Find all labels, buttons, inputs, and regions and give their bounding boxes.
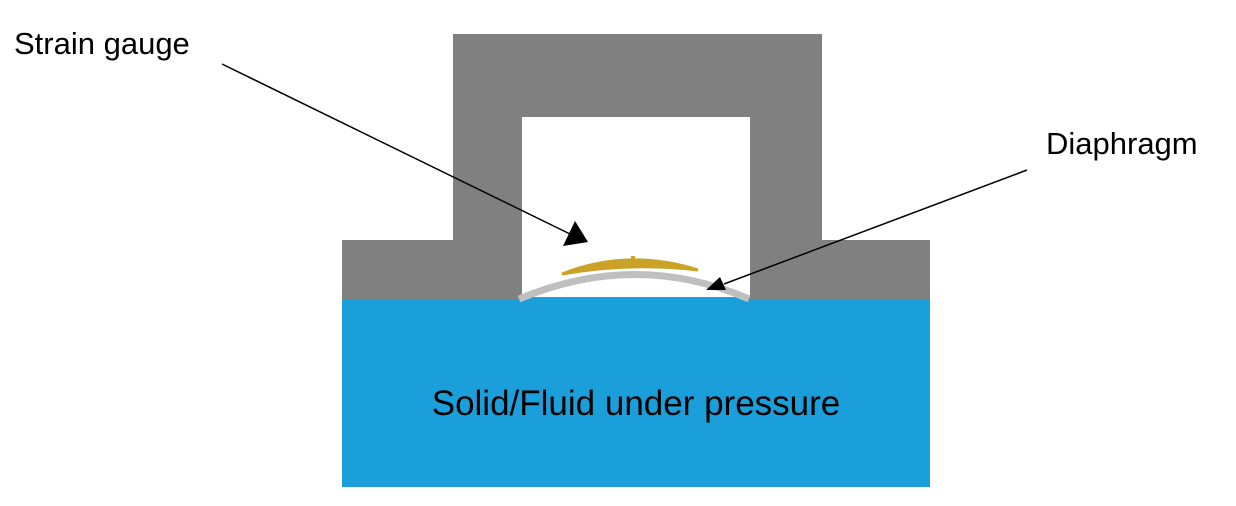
strain-gauge (561, 258, 699, 276)
sensor-housing (342, 34, 930, 300)
strain-gauge-leader-line (221, 63, 571, 235)
diaphragm-label: Diaphragm (1046, 126, 1198, 161)
medium-label: Solid/Fluid under pressure (431, 384, 841, 423)
diaphragm-leader-line (723, 169, 1028, 285)
strain-gauge-label: Strain gauge (14, 26, 190, 61)
strain-gauge-arrowhead (563, 221, 588, 246)
fluid-block (342, 297, 930, 487)
diaphragm-arrowhead (706, 277, 726, 290)
